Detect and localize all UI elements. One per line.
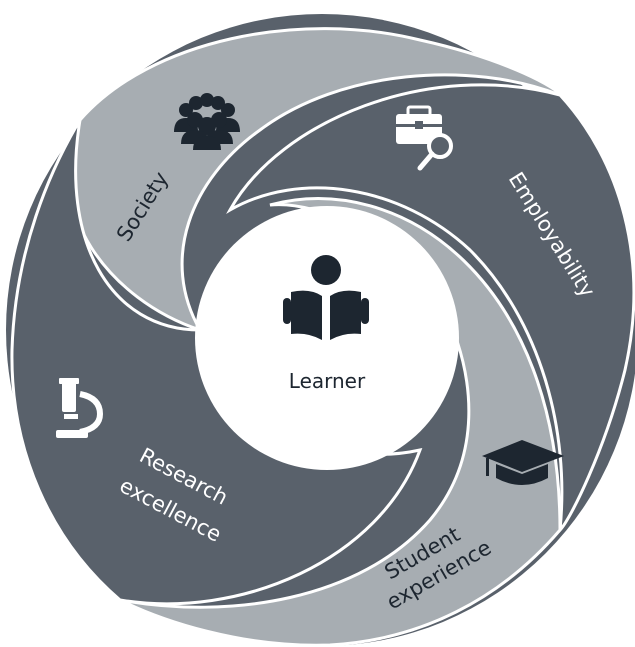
briefcase-search-icon	[396, 105, 453, 171]
segment-research-excellence	[10, 119, 423, 606]
center-circle	[195, 206, 459, 470]
graduation-cap-icon	[482, 440, 564, 485]
center-label: Learner	[289, 369, 366, 393]
segment-employability	[226, 83, 635, 535]
microscope-icon	[56, 378, 104, 438]
people-group-icon	[174, 93, 240, 150]
reading-person-icon	[283, 255, 369, 340]
